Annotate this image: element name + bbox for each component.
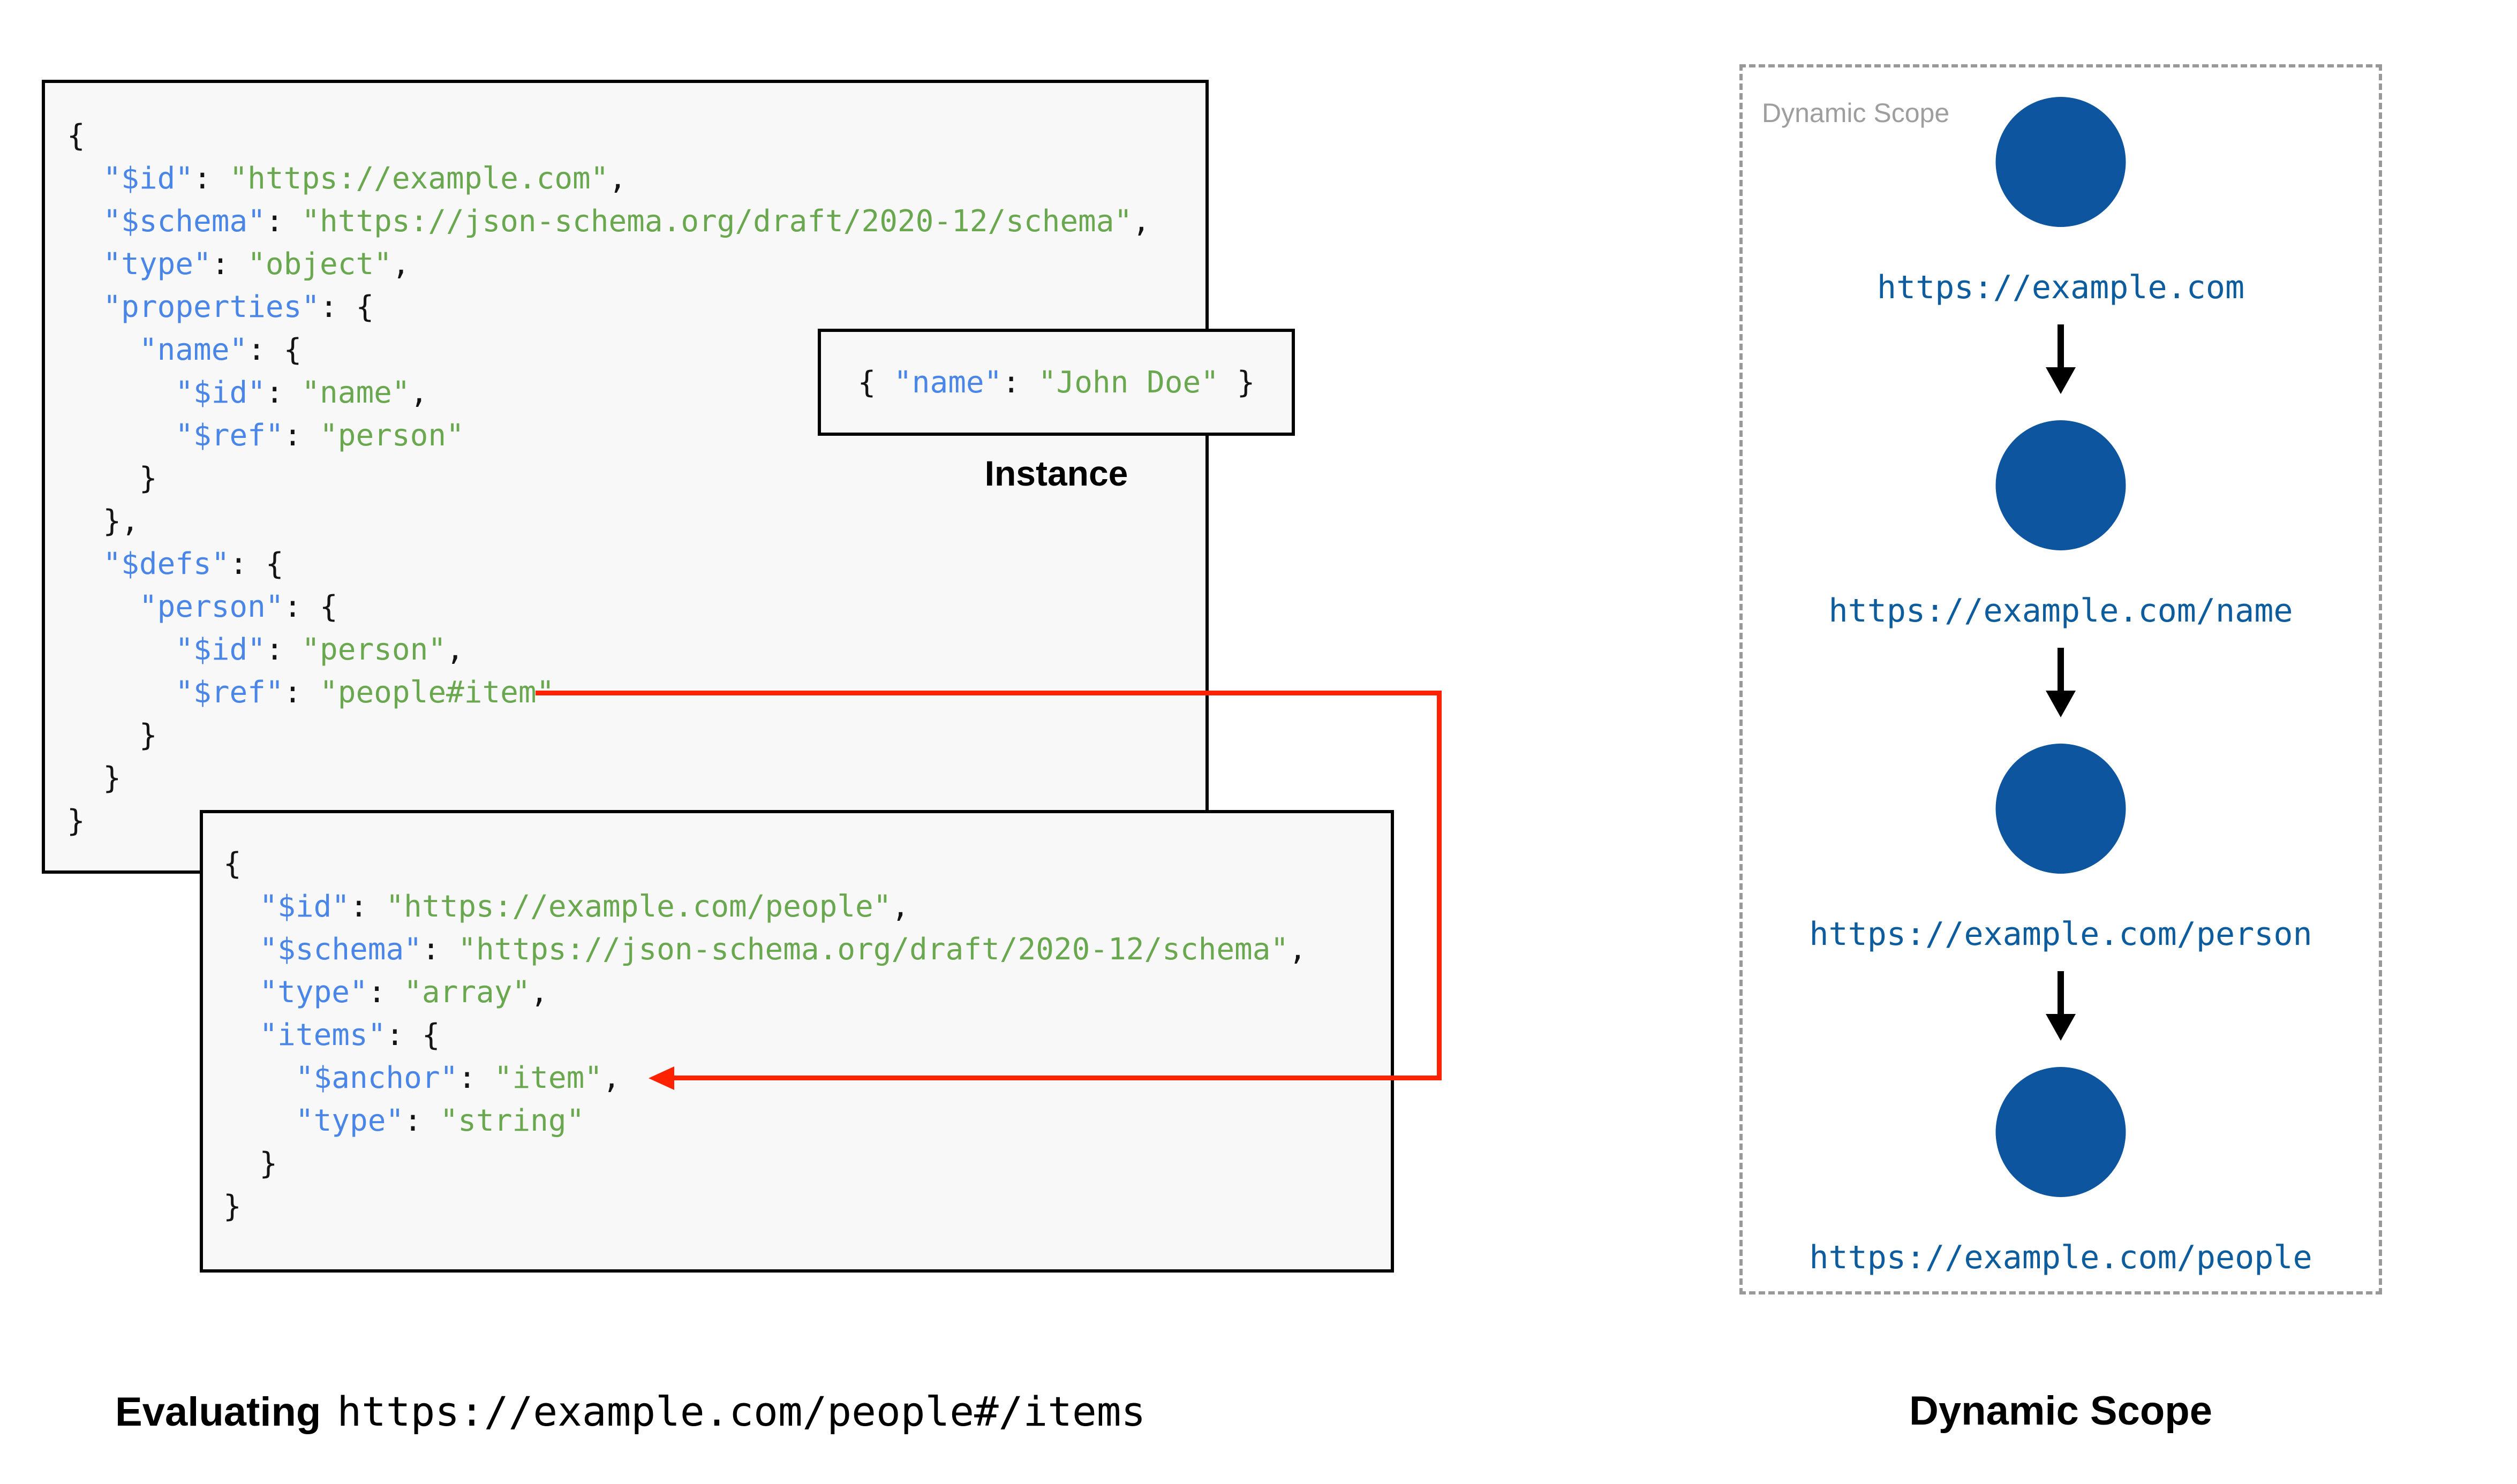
scope-node-circle: [1995, 1067, 2126, 1197]
scope-node: https://example.com/name: [1743, 420, 2379, 744]
scope-node: https://example.com/person: [1743, 744, 2379, 1067]
dynamic-scope-panel-label: Dynamic Scope: [1762, 98, 1950, 128]
schema-root-box: { "$id": "https://example.com", "$schema…: [42, 80, 1209, 874]
ref-connector-arrowhead-icon: [649, 1066, 674, 1090]
schema-people-box: { "$id": "https://example.com/people", "…: [200, 810, 1394, 1273]
schema-people-code: { "$id": "https://example.com/people", "…: [223, 846, 1307, 1224]
scope-node-uri-label: https://example.com/person: [1809, 915, 2312, 953]
evaluating-caption-uri: https://example.com/people#/items: [337, 1388, 1146, 1435]
scope-node: https://example.com/people: [1743, 1067, 2379, 1390]
instance-code: { "name": "John Doe" }: [857, 365, 1255, 400]
ref-connector-line-top: [536, 691, 1442, 695]
ref-connector-line-vertical: [1437, 691, 1442, 1080]
dynamic-scope-caption: Dynamic Scope: [1909, 1388, 2212, 1434]
evaluating-caption: Evaluating https://example.com/people#/it…: [115, 1388, 1146, 1435]
scope-node-uri-label: https://example.com/name: [1828, 592, 2293, 630]
scope-node-uri-label: https://example.com/people: [1809, 1239, 2312, 1276]
dynamic-scope-panel: Dynamic Scope https://example.com https:/…: [1739, 64, 2382, 1294]
scope-node-uri-label: https://example.com: [1877, 269, 2245, 306]
scope-node: https://example.com: [1743, 97, 2379, 420]
ref-connector-line-bottom: [672, 1076, 1442, 1080]
scope-node-circle: [1995, 420, 2126, 550]
arrow-down-icon: [2046, 648, 2076, 717]
arrow-down-icon: [2046, 324, 2076, 394]
scope-node-circle: [1995, 97, 2126, 227]
arrow-down-icon: [2046, 971, 2076, 1041]
instance-label: Instance: [984, 453, 1128, 493]
schema-root-code: { "$id": "https://example.com", "$schema…: [67, 118, 1150, 838]
scope-node-circle: [1995, 744, 2126, 874]
instance-box: { "name": "John Doe" }: [818, 329, 1295, 436]
evaluating-caption-prefix: Evaluating: [115, 1389, 321, 1435]
